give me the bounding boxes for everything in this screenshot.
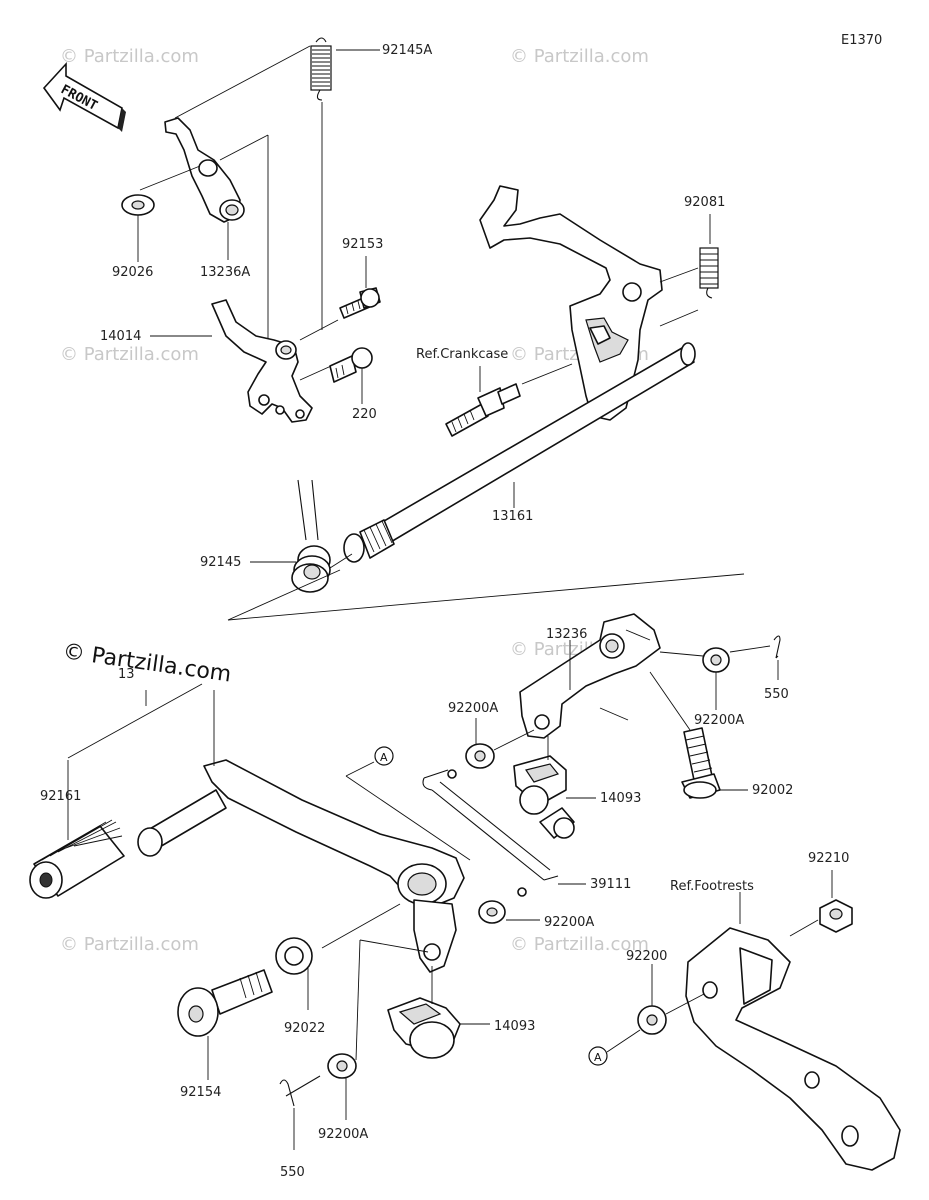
split-pin-550-top: [773, 635, 781, 659]
callout-92200: 92200: [626, 949, 667, 964]
callout-ref-footrests: Ref.Footrests: [670, 879, 754, 894]
washer-92022: [275, 937, 313, 975]
spring-92145a: [310, 37, 332, 101]
callout-92026: 92026: [112, 265, 153, 280]
callout-14093-upper: 14093: [600, 791, 641, 806]
washer-92200a-lower: [478, 900, 506, 924]
callout-92154: 92154: [180, 1085, 221, 1100]
nut-92210: [819, 899, 853, 933]
callout-92200a-right: 92200A: [694, 713, 744, 728]
washer-92026: [121, 194, 155, 216]
tie-rod-end-14093-upper: [513, 755, 575, 839]
split-pin-550-bottom: [279, 1075, 321, 1107]
watermark: © Partzilla.com: [510, 934, 649, 955]
callout-92145a: 92145A: [382, 43, 432, 58]
shift-pedal: [137, 759, 465, 973]
crankcase-stud: [445, 383, 521, 437]
callout-14014: 14014: [100, 329, 141, 344]
callout-92161: 92161: [40, 789, 81, 804]
washer-92200: [637, 1005, 667, 1035]
ref-marker-a-upper: A: [374, 746, 394, 766]
diagram-code: E1370: [841, 33, 882, 48]
front-arrow-icon: FRONT: [42, 61, 126, 132]
bolt-92002: [681, 727, 721, 799]
shift-rod-39111: [422, 769, 559, 897]
callout-92210: 92210: [808, 851, 849, 866]
shift-lever-13236: [519, 613, 661, 739]
washer-92200a-right: [702, 647, 730, 673]
watermark: © Partzilla.com: [60, 934, 199, 955]
callout-92022: 92022: [284, 1021, 325, 1036]
callout-550-top: 550: [764, 687, 789, 702]
watermark: © Partzilla.com: [510, 46, 649, 67]
callout-13236a: 13236A: [200, 265, 250, 280]
watermark-main: © Partzilla.com: [61, 639, 233, 687]
callout-550-bottom: 550: [280, 1165, 305, 1180]
footrest-bracket: [685, 927, 901, 1171]
callout-92081: 92081: [684, 195, 725, 210]
pedal-rubber-92161: [29, 819, 125, 899]
shift-shaft-13161: [343, 342, 696, 563]
washer-92200a-mid: [465, 743, 495, 769]
shift-shaft-bracket: [479, 185, 663, 421]
svg-text:A: A: [594, 1051, 602, 1064]
callout-92200a-bottom: 92200A: [318, 1127, 368, 1142]
spring-92081: [699, 247, 719, 299]
callout-92200a-lower: 92200A: [544, 915, 594, 930]
ref-marker-a-lower: A: [588, 1046, 608, 1066]
bolt-92153: [339, 287, 381, 319]
collar-220: [329, 347, 373, 383]
callout-92200a-mid: 92200A: [448, 701, 498, 716]
shift-arm-14014: [211, 299, 313, 423]
callout-ref-crankcase: Ref.Crankcase: [416, 347, 508, 362]
tie-rod-end-14093-lower: [387, 997, 461, 1059]
callout-13161: 13161: [492, 509, 533, 524]
callout-39111: 39111: [590, 877, 631, 892]
spring-92145: [291, 479, 331, 593]
callout-92002: 92002: [752, 783, 793, 798]
watermark: © Partzilla.com: [60, 344, 199, 365]
callout-14093-lower: 14093: [494, 1019, 535, 1034]
callout-92153: 92153: [342, 237, 383, 252]
callout-220: 220: [352, 407, 377, 422]
watermark: © Partzilla.com: [60, 46, 199, 67]
washer-92200a-bottom: [327, 1053, 357, 1079]
callout-92145: 92145: [200, 555, 241, 570]
svg-text:A: A: [380, 751, 388, 764]
callout-13-partial: 13: [118, 667, 135, 682]
shift-lever-plate: [164, 117, 245, 223]
callout-13236: 13236: [546, 627, 587, 642]
bolt-92154: [177, 969, 273, 1037]
